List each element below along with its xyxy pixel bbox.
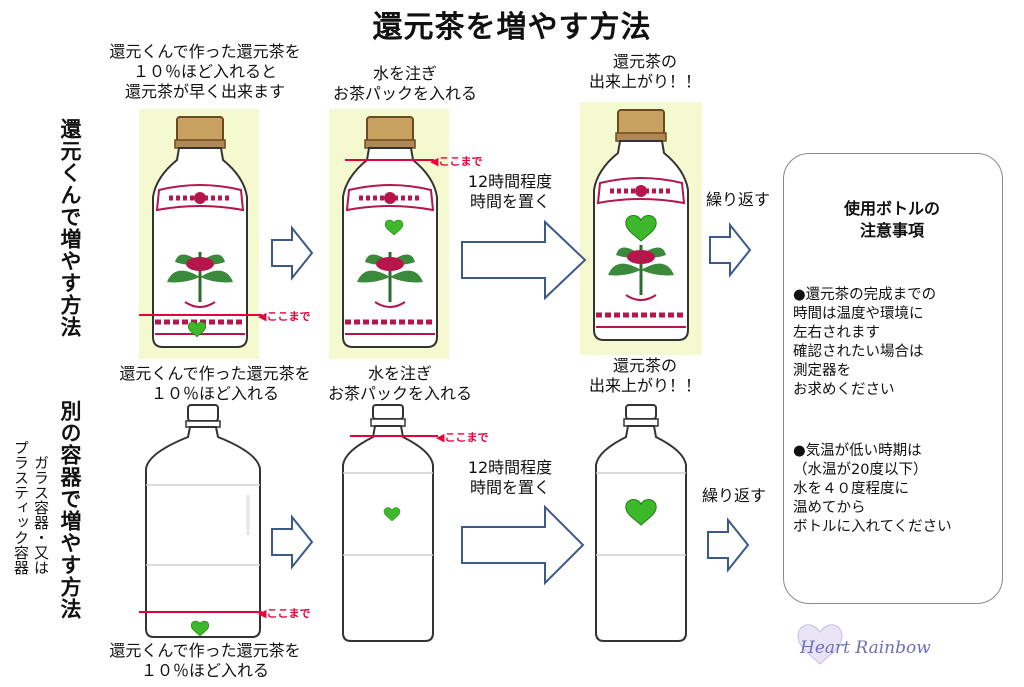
notes-title-line: 使用ボトルの <box>843 199 940 218</box>
caption-line: 還元くんで作った還元茶を <box>109 641 301 660</box>
row1-bottle-2 <box>343 117 437 347</box>
notes-line: 確認されたい場合は <box>793 344 924 360</box>
row2-step3-caption: 還元茶の 出来上がり！！ <box>575 356 715 396</box>
row1-step1-caption: 還元くんで作った還元茶を １０％ほど入れると 還元茶が早く出来ます <box>80 42 330 102</box>
page-title: 還元茶を増やす方法 <box>372 10 652 45</box>
arrow-right-icon <box>461 219 587 301</box>
arrow-right-icon <box>461 504 585 586</box>
notes-line: お求めください <box>793 382 895 398</box>
row1-step3-caption: 還元茶の 出来上がり！！ <box>575 52 715 92</box>
notes-line: ●還元茶の完成までの <box>793 287 937 303</box>
row1-wait-caption: 12時間程度 時間を置く <box>455 172 565 212</box>
notes-item-2: ●気温が低い時期は （水温が20度以下） 水を４０度程度に 温めてから ボトルに… <box>793 442 952 537</box>
caption-line: 還元茶の <box>612 356 677 375</box>
notes-line: 左右されます <box>793 325 880 341</box>
row1-side-label: 還元くんで増やす方法 <box>58 118 82 338</box>
caption-line: 還元くんで作った還元茶を <box>119 364 311 383</box>
fill-marker: ◀ここまで <box>258 607 311 620</box>
row2-side-sub-2: プラスティック容器 <box>12 440 30 575</box>
notes-line: （水温が20度以下） <box>793 462 928 478</box>
caption-line: 水を注ぎ <box>367 364 432 383</box>
logo: Heart Rainbow <box>800 638 931 658</box>
arrow-right-icon <box>271 227 313 279</box>
arrow-right-icon <box>709 224 751 276</box>
caption-line: 時間を置く <box>469 192 550 211</box>
caption-line: 12時間程度 <box>467 458 553 477</box>
notes-line: ボトルに入れてください <box>793 519 952 535</box>
notes-line: 測定器を <box>793 363 851 379</box>
row2-bottle-2 <box>342 404 434 642</box>
caption-line: お茶パックを入れる <box>332 84 477 103</box>
notes-line: ●気温が低い時期は <box>793 443 922 459</box>
notes-title: 使用ボトルの 注意事項 <box>783 198 1001 242</box>
caption-line: 水を注ぎ <box>372 64 437 83</box>
fill-marker: ◀ここまで <box>258 310 311 323</box>
fill-marker: ◀ここまで <box>430 155 483 168</box>
notes-title-line: 注意事項 <box>859 221 924 240</box>
fill-marker: ◀ここまで <box>436 431 489 444</box>
row2-step1-caption-bottom: 還元くんで作った還元茶を １０％ほど入れる <box>80 641 330 681</box>
caption-line: １０％ほど入れると <box>132 62 277 81</box>
row2-repeat-label: 繰り返す <box>701 486 766 505</box>
caption-line: 出来上がり！！ <box>588 376 701 395</box>
notes-line: 温めてから <box>793 500 866 516</box>
row2-side-label: 別の容器で増やす方法 <box>58 400 82 620</box>
caption-line: １０％ほど入れる <box>140 661 269 680</box>
row2-bottle-1 <box>144 403 262 639</box>
notes-line: 水を４０度程度に <box>793 481 909 497</box>
row2-step1-caption-top: 還元くんで作った還元茶を １０％ほど入れる <box>90 364 340 404</box>
notes-panel <box>783 153 1003 604</box>
row2-step2-caption: 水を注ぎ お茶パックを入れる <box>300 364 500 404</box>
caption-line: 還元茶が早く出来ます <box>124 82 285 101</box>
caption-line: 還元茶の <box>612 52 677 71</box>
notes-line: 時間は温度や環境に <box>793 306 924 322</box>
row1-repeat-label: 繰り返す <box>705 190 770 209</box>
row1-step2-caption: 水を注ぎ お茶パックを入れる <box>305 64 505 104</box>
arrow-right-icon <box>707 519 749 571</box>
row2-wait-caption: 12時間程度 時間を置く <box>455 458 565 498</box>
notes-item-1: ●還元茶の完成までの 時間は温度や環境に 左右されます 確認されたい場合は 測定… <box>793 286 936 400</box>
row1-bottle-1 <box>153 117 247 347</box>
caption-line: 還元くんで作った還元茶を <box>109 42 301 61</box>
arrow-right-icon <box>271 516 313 568</box>
logo-heart-icon <box>797 624 843 665</box>
caption-line: お茶パックを入れる <box>327 384 472 403</box>
caption-line: １０％ほど入れる <box>150 384 279 403</box>
caption-line: 12時間程度 <box>467 172 553 191</box>
caption-line: 時間を置く <box>469 478 550 497</box>
caption-line: 出来上がり！！ <box>588 72 701 91</box>
row2-side-sub-1: ガラス容器・又は <box>32 455 50 575</box>
